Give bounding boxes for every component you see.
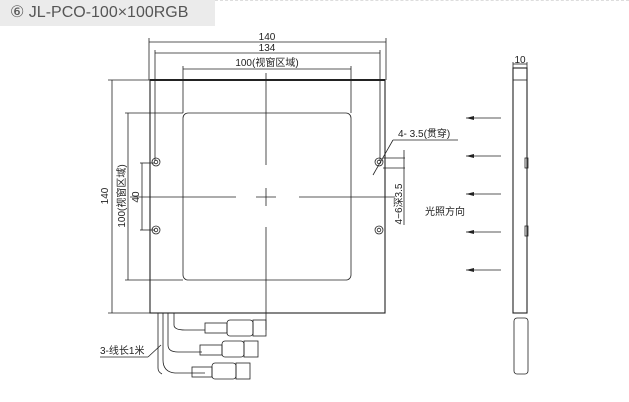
cable-assembly: 3-线长1米: [100, 313, 267, 380]
divider: [215, 0, 629, 1]
dimension-window-height: 100(视窗区域): [115, 112, 183, 281]
light-plate-front: [130, 73, 395, 330]
svg-text:100(视窗区域): 100(视窗区域): [235, 56, 298, 69]
light-direction-arrows: [466, 116, 501, 272]
svg-text:3-线长1米: 3-线长1米: [100, 344, 144, 357]
svg-text:4−6深3.5: 4−6深3.5: [393, 183, 405, 224]
product-title: ⑥ JL-PCO-100×100RGB: [0, 0, 215, 26]
dimension-outer-height: 140: [100, 79, 150, 314]
svg-text:134: 134: [259, 43, 276, 54]
hole-callout: 4- 3.5(贯穿) 4−6深3.5: [372, 127, 458, 225]
svg-text:140: 140: [259, 32, 276, 43]
mounting-hole-icon: [151, 225, 161, 235]
svg-text:4- 3.5(贯穿): 4- 3.5(贯穿): [398, 127, 450, 140]
svg-text:140: 140: [100, 187, 111, 204]
svg-text:100(视窗区域): 100(视窗区域): [115, 164, 128, 227]
light-direction-label: 光照方向: [425, 205, 465, 218]
dimension-hole-pitch: 40: [131, 162, 155, 231]
svg-text:10: 10: [514, 55, 526, 66]
dimension-hole-span: 134: [154, 43, 381, 161]
mounting-hole-icon: [374, 225, 384, 235]
light-plate-side: 10: [512, 55, 529, 375]
dimension-window-width: 100(视窗区域): [182, 56, 352, 113]
dimension-outer-width: 140: [148, 32, 387, 80]
mounting-hole-icon: [151, 157, 161, 167]
